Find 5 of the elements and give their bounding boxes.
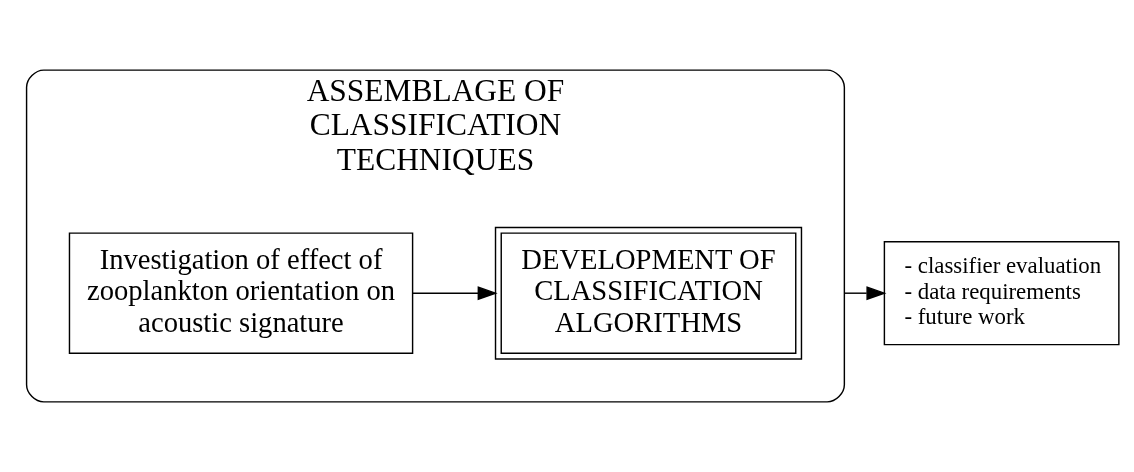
node-box: Investigation of effect of zooplankton orientation on acoustic signature	[68, 232, 414, 354]
arrow	[843, 286, 887, 301]
node-box: DEVELOPMENT OF CLASSIFICATION ALGORITHMS	[494, 226, 803, 360]
arrow	[412, 286, 498, 301]
node-box: - classifier evaluation - data requirements - future work	[883, 241, 1120, 346]
